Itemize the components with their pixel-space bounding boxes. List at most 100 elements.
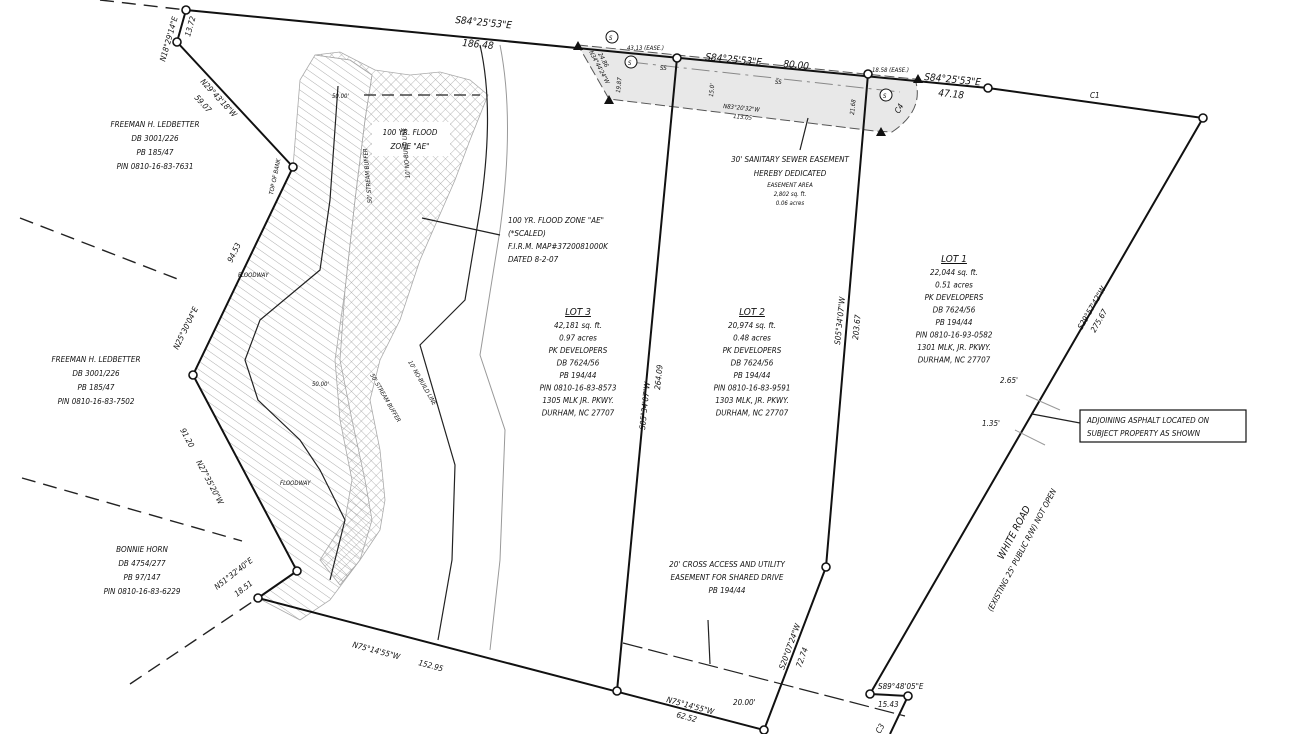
ss-label: SS xyxy=(660,65,667,72)
lot3-line-bearing: S05°34'07"W xyxy=(638,381,652,431)
lot-detail-line: DURHAM, NC 27707 xyxy=(918,356,991,365)
lot-detail-line: DB 7624/56 xyxy=(731,359,774,368)
sewer-leader xyxy=(799,117,809,151)
lot-detail-line: 0.51 acres xyxy=(935,281,973,290)
adjoiner-line-text: DB 4754/277 xyxy=(118,559,166,568)
lot-detail-line: DB 7624/56 xyxy=(933,306,976,315)
w2-distance: 59.07 xyxy=(193,93,214,115)
lot-line-3-2 xyxy=(616,57,678,692)
asphalt-tick xyxy=(1025,394,1061,411)
easement-inner-width: 15.0' xyxy=(708,83,716,97)
bottom-distance: 152.95 xyxy=(417,658,444,673)
lot-detail-line: 22,044 sq. ft. xyxy=(930,268,978,277)
flood-dim-mid: 50.00' xyxy=(312,381,329,388)
asphalt-note-box xyxy=(1079,409,1247,443)
asphalt-leader xyxy=(1031,413,1081,424)
lot-title: LOT 2 xyxy=(739,307,765,318)
lot-detail-line: PB 194/44 xyxy=(936,318,973,327)
adjoiner-line-text: FREEMAN H. LEDBETTER xyxy=(52,355,141,364)
lot-detail-line: PB 194/44 xyxy=(560,371,597,380)
lot-detail-line: 1305 MLK JR. PKWY. xyxy=(542,396,613,405)
adjoiner-line-text: PIN 0810-16-83-7631 xyxy=(117,162,194,171)
flood-zone-label: ZONE "AE" xyxy=(390,142,430,151)
easement-title: 30' SANITARY SEWER EASEMENT xyxy=(731,155,849,164)
easement-area-label: EASEMENT AREA xyxy=(767,182,813,189)
easement-bottom-bearing: N83°20'32"W xyxy=(723,103,761,114)
adjoiner-line xyxy=(99,0,187,11)
top-distance: 186.48 xyxy=(462,38,495,52)
access-note-line: PB 194/44 xyxy=(709,586,746,595)
flood-dim-top: 50.00' xyxy=(332,93,349,100)
easement-corner-markers xyxy=(573,41,923,136)
curve-c4: C4 xyxy=(893,102,906,115)
access-note-line: EASEMENT FOR SHARED DRIVE xyxy=(671,573,784,582)
sewer-manhole-icon xyxy=(605,30,893,102)
se-distance: 15.43 xyxy=(878,700,899,709)
asphalt-note-line2: SUBJECT PROPERTY AS SHOWN xyxy=(1087,429,1201,438)
top-of-bank-label: TOP OF BANK xyxy=(268,158,283,196)
adjoiner-line-text: PB 185/47 xyxy=(78,383,115,392)
bottom-bearing: N75°14'55"W xyxy=(351,640,401,662)
curve-c3: C3 xyxy=(874,722,887,734)
curve-c1: C1 xyxy=(1090,91,1100,100)
lot2-lower-distance: 72.74 xyxy=(794,646,810,669)
lot-detail-line: PIN 0810-16-83-9591 xyxy=(714,384,791,393)
adjoiner-line xyxy=(19,217,181,281)
easement-bottom-distance: 113.05 xyxy=(733,113,753,122)
lot-detail-line: 42,181 sq. ft. xyxy=(554,321,602,330)
sewer-easement-note: 30' SANITARY SEWER EASEMENT HEREBY DEDIC… xyxy=(731,155,849,207)
sewer-marker: S xyxy=(609,35,613,42)
easement-top-left: 43.13 (EASE.) xyxy=(627,45,664,52)
flood-zone-label-bg xyxy=(372,122,450,156)
ss-label: SS xyxy=(775,79,782,86)
lot2-line-distance: 203.67 xyxy=(851,314,863,340)
easement-left-width: 19.87 xyxy=(615,77,624,94)
sewer-marker: S xyxy=(883,93,887,100)
easement-area-sqft: 2,802 sq. ft. xyxy=(774,191,807,198)
adjoiner-line-text: DB 3001/226 xyxy=(131,134,179,143)
access-easement-line xyxy=(622,642,906,717)
flood-note-line: (*SCALED) xyxy=(508,229,546,238)
w3-distance: 94.53 xyxy=(226,241,243,264)
adjoiner-line-text: PB 185/47 xyxy=(137,148,174,157)
right-bearing: S84°25'53"E xyxy=(924,72,982,89)
se-bearing: S89°48'05"E xyxy=(878,682,924,691)
floodway-label: FLOODWAY xyxy=(280,480,311,487)
no-build-label-top: 10' NO-BUILD LINE xyxy=(401,127,412,178)
adjoiner-line xyxy=(129,597,259,685)
monuments xyxy=(172,5,1208,734)
flood-zone-note: 100 YR. FLOOD ZONE "AE" (*SCALED) F.I.R.… xyxy=(508,216,609,264)
lot-detail-line: 0.48 acres xyxy=(733,334,771,343)
sewer-centerline xyxy=(629,61,901,93)
top-bearing: S84°25'53"E xyxy=(455,15,513,32)
flood-note-line: F.I.R.M. MAP#3720081000K xyxy=(508,242,609,251)
adjoiner-line-text: DB 3001/226 xyxy=(72,369,120,378)
floodway-label: FLOODWAY xyxy=(238,272,269,279)
mid-distance: 80.00 xyxy=(783,59,810,72)
right-distance: 47.18 xyxy=(938,88,965,101)
lot-detail-line: DURHAM, NC 27707 xyxy=(716,409,789,418)
lot-detail-line: PK DEVELOPERS xyxy=(925,293,984,302)
w4-distance: 91.20 xyxy=(178,427,196,450)
w1-distance: 13.72 xyxy=(183,15,197,38)
no-build-label: 10' NO-BUILD LINE xyxy=(406,360,438,408)
asphalt-tick xyxy=(1014,429,1046,446)
easement-right-width: 21.68 xyxy=(849,99,858,116)
lot-detail-line: PB 194/44 xyxy=(734,371,771,380)
easement-area-acres: 0.06 acres xyxy=(776,200,805,207)
flood-zone-label: 100 YR. FLOOD xyxy=(383,128,438,137)
flood-note-line: 100 YR. FLOOD ZONE "AE" xyxy=(508,216,604,225)
asphalt-dim-2: 1.35' xyxy=(982,419,1000,428)
adjoiner-ledbetter-7631: FREEMAN H. LEDBETTER DB 3001/226 PB 185/… xyxy=(111,120,200,171)
adjoiner-line-text: PB 97/147 xyxy=(124,573,161,582)
stream-buffer-line xyxy=(419,44,489,641)
flood-zone-crosshatch-area xyxy=(314,51,489,586)
lot-detail-line: DB 7624/56 xyxy=(557,359,600,368)
access-width: 20.00' xyxy=(733,698,756,707)
adjoiner-line-text: FREEMAN H. LEDBETTER xyxy=(111,120,200,129)
no-build-line xyxy=(479,44,508,651)
lot-detail-line: 1301 MLK, JR. PKWY. xyxy=(917,343,991,352)
